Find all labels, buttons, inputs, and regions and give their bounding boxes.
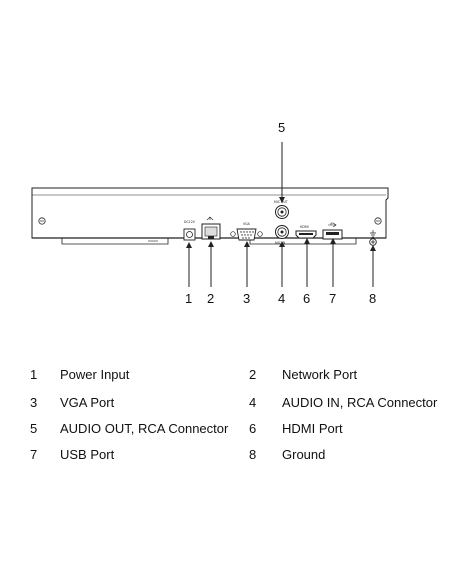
leader-lines bbox=[186, 142, 376, 287]
right-screw-icon bbox=[374, 217, 382, 225]
legend-label: AUDIO OUT, RCA Connector bbox=[60, 421, 229, 436]
usb-icon bbox=[328, 222, 337, 228]
legend-label: AUDIO IN, RCA Connector bbox=[282, 395, 438, 410]
callout-1: 1 bbox=[185, 291, 192, 306]
legend-number: 8 bbox=[249, 447, 257, 462]
legend-number: 2 bbox=[249, 367, 257, 382]
legend-number: 3 bbox=[30, 395, 38, 410]
network-icon bbox=[206, 216, 214, 221]
callout-6: 6 bbox=[303, 291, 310, 306]
legend-number: 6 bbox=[249, 421, 257, 436]
legend-number: 4 bbox=[249, 395, 257, 410]
callout-4: 4 bbox=[278, 291, 285, 306]
legend-label: USB Port bbox=[60, 447, 115, 462]
vga-port-label: VGA bbox=[243, 222, 251, 226]
callout-2: 2 bbox=[207, 291, 214, 306]
callout-7: 7 bbox=[329, 291, 336, 306]
legend-label: HDMI Port bbox=[282, 421, 343, 436]
audio-in-label: MIC IN bbox=[275, 241, 286, 245]
legend-label: VGA Port bbox=[60, 395, 115, 410]
nvr-rear-panel-diagram: DC12V VGA MIC OUT MIC IN HDMI bbox=[31, 120, 389, 306]
legend-number: 5 bbox=[30, 421, 38, 436]
callout-5: 5 bbox=[278, 120, 285, 135]
callout-8: 8 bbox=[369, 291, 376, 306]
ground-terminal bbox=[369, 230, 377, 246]
vga-port: VGA bbox=[230, 222, 263, 241]
callout-3: 3 bbox=[243, 291, 250, 306]
audio-out-rca-connector: MIC OUT bbox=[274, 200, 289, 219]
left-screw-icon bbox=[38, 217, 46, 225]
legend-label: Power Input bbox=[60, 367, 130, 382]
audio-in-rca-connector: MIC IN bbox=[275, 225, 289, 245]
network-port bbox=[201, 216, 221, 240]
audio-out-label: MIC OUT bbox=[274, 200, 288, 204]
hdmi-port-label: HDMI bbox=[300, 225, 309, 229]
power-input-port: DC12V bbox=[183, 220, 196, 241]
ground-icon bbox=[370, 230, 376, 238]
power-port-label: DC12V bbox=[184, 220, 196, 224]
hdmi-port: HDMI bbox=[295, 225, 317, 239]
legend-number: 1 bbox=[30, 367, 38, 382]
legend-label: Network Port bbox=[282, 367, 358, 382]
legend-number: 7 bbox=[30, 447, 38, 462]
legend-label: Ground bbox=[282, 447, 326, 462]
